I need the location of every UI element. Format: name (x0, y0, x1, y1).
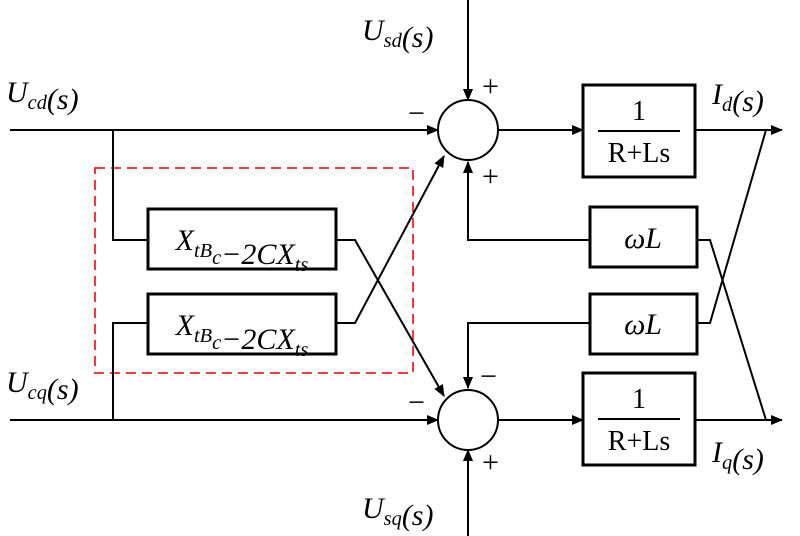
top-sum-top-sign: + (482, 70, 499, 103)
id-label: Id(s) (711, 78, 764, 118)
decoupling-region (94, 167, 414, 374)
top-sum-bottom-sign: + (482, 160, 499, 193)
wl-block-bottom (588, 292, 699, 356)
plant-bottom-denominator: R+Ls (608, 426, 670, 457)
ucq-tap-line (112, 322, 148, 420)
coupling-bottom-to-top-sum (336, 155, 445, 324)
iq-to-wl-top (697, 239, 767, 421)
plant-bottom-numerator: 1 (632, 384, 646, 415)
ucd-tap-line (112, 130, 148, 241)
bottom-sum-left-sign: − (408, 386, 425, 419)
coupling-top-label: XtBc−2CXts (175, 224, 309, 276)
coupling-block-bottom (146, 292, 338, 356)
plant-top-denominator: R+Ls (608, 138, 670, 169)
bottom-sum-top-sign: − (480, 360, 497, 393)
coupling-top-to-bottom-sum (336, 239, 445, 397)
usq-label: Usq(s) (362, 492, 433, 532)
ucd-label: Ucd(s) (6, 76, 79, 116)
bottom-summing-junction (437, 389, 499, 451)
wl-bottom-feedback (463, 322, 590, 389)
wl-top-label: ωL (624, 222, 662, 255)
iq-label: Iq(s) (711, 436, 764, 476)
wl-block-top (588, 205, 699, 269)
wl-top-feedback (463, 161, 590, 241)
usd-label: Usd(s) (362, 14, 433, 54)
top-summing-junction (437, 99, 499, 161)
coupling-bottom-label: XtBc−2CXts (175, 309, 309, 361)
coupling-block-top (146, 207, 338, 271)
id-to-wl-bottom (697, 129, 767, 324)
bottom-sum-bottom-sign: + (482, 446, 499, 479)
wl-bottom-label: ωL (624, 308, 662, 341)
top-sum-left-sign: − (408, 97, 425, 130)
plant-top-numerator: 1 (632, 96, 646, 127)
ucq-label: Ucq(s) (6, 366, 79, 406)
